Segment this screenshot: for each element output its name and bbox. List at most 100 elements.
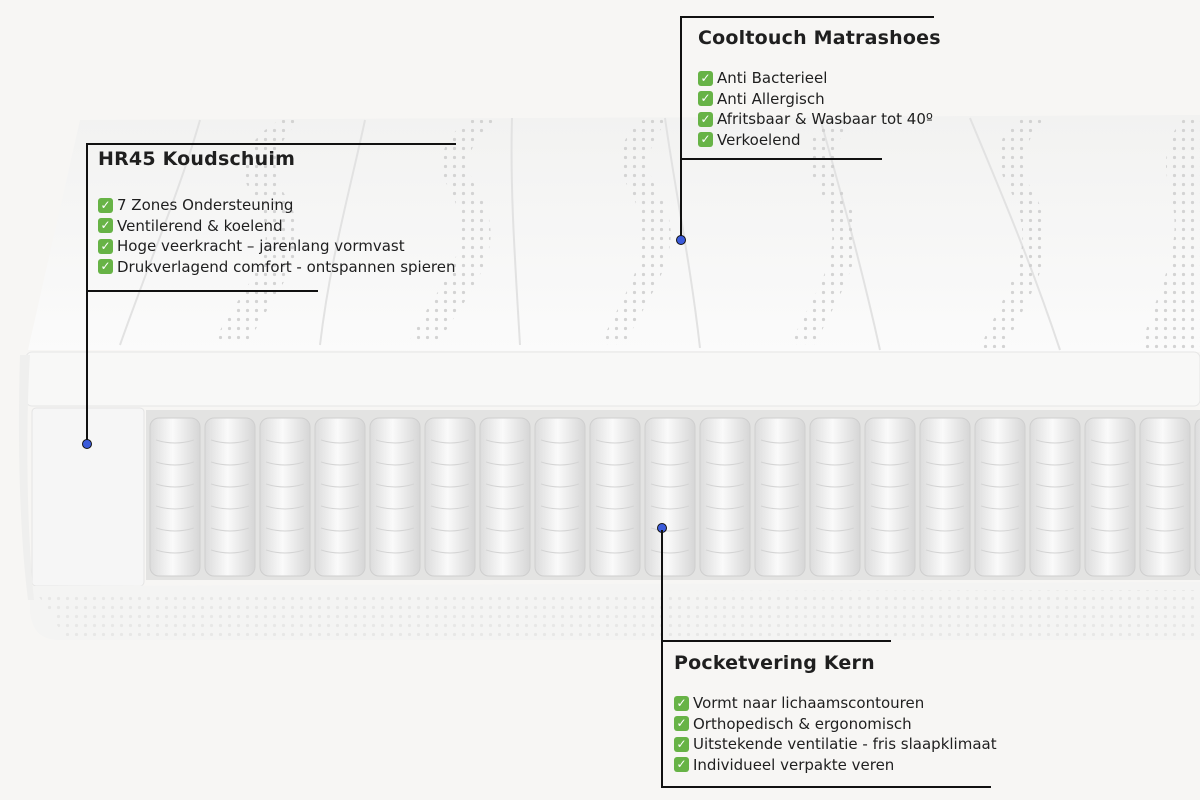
check-mark-icon: ✓ [98,238,113,254]
spring-fold [265,527,305,532]
spring-pocket [204,417,256,577]
check-mark-icon: ✓ [98,197,113,213]
spring-fold [1035,439,1075,444]
cooltouch-callout: Cooltouch Matrashoes ✓Anti Bacterieel ✓A… [698,27,941,150]
spring-fold [595,483,635,488]
spring-fold [210,527,250,532]
check-mark-icon: ✓ [698,111,713,127]
check-mark-icon: ✓ [698,91,713,107]
spring-fold [980,439,1020,444]
spring-fold [815,549,855,554]
spring-fold [760,439,800,444]
spring-pocket [479,417,531,577]
check-mark-icon: ✓ [674,736,689,752]
list-item: ✓Hoge veerkracht – jarenlang vormvast [98,236,456,257]
spring-fold [155,483,195,488]
hr45-bottom-line [86,290,318,292]
spring-pocket [699,417,751,577]
foam-edge [31,407,145,587]
spring-fold [705,505,745,510]
spring-fold [595,505,635,510]
list-item: ✓Anti Bacterieel [698,68,941,89]
spring-pocket [369,417,421,577]
spring-fold [1090,439,1130,444]
spring-fold [980,549,1020,554]
spring-pocket [314,417,366,577]
spring-fold [1145,505,1185,510]
spring-fold [650,439,690,444]
spring-pocket [919,417,971,577]
spring-fold [1035,483,1075,488]
spring-fold [1035,549,1075,554]
list-item: ✓Uitstekende ventilatie - fris slaapklim… [674,734,997,755]
spring-pocket [534,417,586,577]
spring-fold [815,483,855,488]
spring-fold [1145,461,1185,466]
pocket-feature-list: ✓Vormt naar lichaamscontouren ✓Orthopedi… [674,693,997,775]
spring-fold [430,461,470,466]
spring-pocket [259,417,311,577]
spring-fold [1035,461,1075,466]
check-mark-icon: ✓ [98,259,113,275]
cooltouch-marker [676,235,686,245]
check-mark-icon: ✓ [674,716,689,732]
spring-fold [980,505,1020,510]
spring-pocket [1029,417,1081,577]
spring-fold [760,483,800,488]
spring-pocket [754,417,806,577]
spring-fold [925,461,965,466]
list-item: ✓Anti Allergisch [698,89,941,110]
spring-fold [760,461,800,466]
spring-fold [430,505,470,510]
spring-fold [375,461,415,466]
spring-fold [320,483,360,488]
spring-fold [1035,527,1075,532]
spring-fold [265,483,305,488]
spring-fold [1090,483,1130,488]
spring-fold [815,439,855,444]
spring-fold [155,505,195,510]
spring-fold [705,461,745,466]
spring-pocket [1084,417,1136,577]
spring-fold [430,527,470,532]
spring-fold [485,505,525,510]
spring-fold [540,461,580,466]
spring-pocket [149,417,201,577]
pocket-bottom-line [661,786,991,788]
spring-fold [760,527,800,532]
spring-fold [375,483,415,488]
spring-fold [925,483,965,488]
spring-fold [980,461,1020,466]
spring-fold [705,483,745,488]
hr45-top-line [86,143,456,145]
pocket-callout: Pocketvering Kern ✓Vormt naar lichaamsco… [674,652,997,775]
spring-fold [870,505,910,510]
mattress-top [28,115,1200,352]
spring-fold [870,439,910,444]
spring-fold [320,527,360,532]
spring-fold [925,439,965,444]
list-item: ✓Vormt naar lichaamscontouren [674,693,997,714]
spring-fold [760,549,800,554]
check-mark-icon: ✓ [698,132,713,148]
spring-fold [265,549,305,554]
spring-fold [705,439,745,444]
spring-pocket [864,417,916,577]
list-item: ✓Afritsbaar & Wasbaar tot 40º [698,109,941,130]
spring-fold [155,439,195,444]
spring-fold [1145,439,1185,444]
spring-fold [815,505,855,510]
spring-fold [210,439,250,444]
spring-fold [980,527,1020,532]
spring-pocket [1194,418,1200,576]
spring-fold [1090,527,1130,532]
pocket-leader-line [661,530,663,788]
list-item: ✓7 Zones Ondersteuning [98,195,456,216]
cooltouch-title: Cooltouch Matrashoes [698,27,941,49]
spring-fold [925,549,965,554]
cooltouch-feature-list: ✓Anti Bacterieel ✓Anti Allergisch ✓Afrit… [698,68,941,150]
spring-fold [1145,483,1185,488]
list-item: ✓Individueel verpakte veren [674,755,997,776]
pocket-top-line [661,640,891,642]
